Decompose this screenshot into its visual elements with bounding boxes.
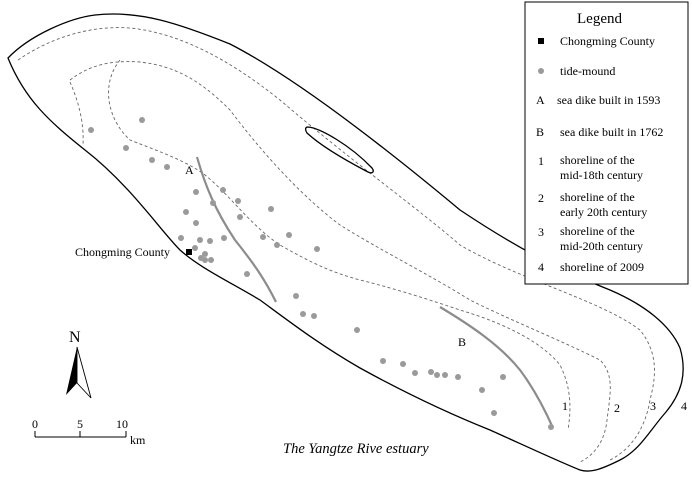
tide-mound [354,327,360,333]
legend-mound-label: tide-mound [560,64,615,78]
tide-mound [210,200,216,206]
tide-mound [192,245,198,251]
scale-tick-5: 5 [77,417,83,431]
legend-2-line1: shoreline of the [560,190,635,204]
legend-3-line1: shoreline of the [560,224,635,238]
tide-mound [221,235,227,241]
tide-mound [428,369,434,375]
tide-mound [274,242,280,248]
north-arrow: N [66,329,92,399]
shoreline-2009 [7,13,684,472]
sandbar-island [304,126,374,174]
shoreline-mid-20th-century [17,27,655,461]
tide-mounds [88,117,554,430]
sea-dike-a [195,156,277,303]
tide-mound [207,238,213,244]
county-label: Chongming County [75,245,170,259]
legend-2-key: 2 [538,191,544,205]
tide-mound [139,117,145,123]
estuary-label: The Yangtze Rive estuary [283,441,429,457]
legend-1-line1: shoreline of the [560,153,635,167]
shoreline-3-label: 3 [650,399,656,413]
tide-mound [123,145,129,151]
tide-mound [491,410,497,416]
tide-mound [434,372,440,378]
tide-mound [400,361,406,367]
legend-3-line2: mid-20th century [560,239,643,253]
legend-a-label: sea dike built in 1593 [557,93,660,107]
sea-dike-b [439,306,555,429]
dike-a-label: A [185,163,194,177]
north-arrow-left-half [66,347,77,395]
legend-1-line2: mid-18th century [560,168,643,182]
tide-mound [479,387,485,393]
north-arrow-right-half [76,346,92,399]
tide-mound [412,370,418,376]
tide-mound [197,237,203,243]
tide-mound [300,311,306,317]
legend-county-label: Chongming County [560,34,655,48]
legend-mound-symbol [538,68,544,74]
dike-b-label: B [458,335,466,349]
shoreline-4-label: 4 [681,399,687,413]
legend-title: Legend [577,11,622,27]
tide-mound [178,235,184,241]
tide-mound [208,257,214,263]
tide-mound [500,374,506,380]
tide-mound [202,257,208,263]
tide-mound [268,206,274,212]
legend-3-key: 3 [538,225,544,239]
shoreline-2-label: 2 [614,401,620,415]
shoreline-early-20th-century [69,61,611,463]
tide-mound [88,127,94,133]
tide-mound [293,293,299,299]
tide-mound [244,271,250,277]
legend: Legend Chongming County tide-mound A sea… [524,1,689,285]
shoreline-mid-18th-century-north [69,59,571,431]
tide-mound [220,187,226,193]
legend-box [524,1,689,285]
tide-mound [164,164,170,170]
tide-mound [311,313,317,319]
scale-tick-10: 10 [116,417,128,431]
tide-mound [149,157,155,163]
tide-mound [193,220,199,226]
legend-county-symbol [538,38,544,44]
tide-mound [202,251,208,257]
north-label: N [69,329,81,346]
scale-unit: km [130,433,146,447]
shoreline-1-label: 1 [562,399,568,413]
tide-mound [260,234,266,240]
tide-mound [183,209,189,215]
tide-mound [286,232,292,238]
scale-bar: 0 5 10 km [32,417,146,447]
legend-4-label: shoreline of 2009 [560,260,644,274]
tide-mound [314,246,320,252]
scale-tick-0: 0 [32,417,38,431]
tide-mound [442,372,448,378]
tide-mound [548,424,554,430]
tide-mound [380,358,386,364]
chongming-county-marker [186,249,192,255]
legend-a-key: A [536,93,545,107]
legend-2-line2: early 20th century [560,205,647,219]
tide-mound [237,214,243,220]
legend-4-key: 4 [538,260,544,274]
legend-1-key: 1 [538,154,544,168]
legend-b-key: B [536,125,544,139]
tide-mound [193,189,199,195]
tide-mound [235,198,241,204]
legend-b-label: sea dike built in 1762 [560,125,663,139]
tide-mound [455,374,461,380]
